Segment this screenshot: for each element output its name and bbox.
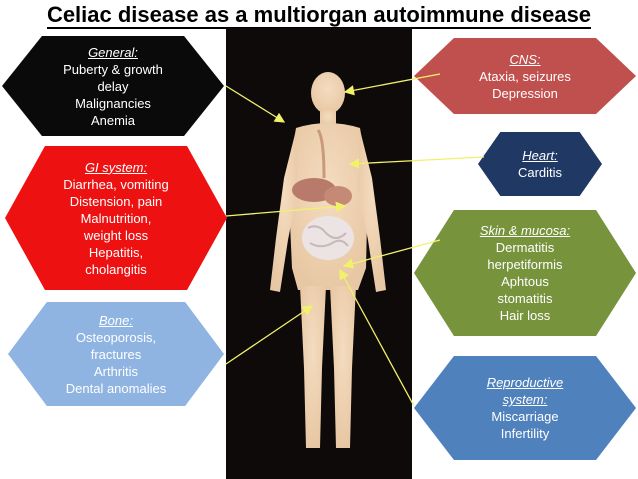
general-line: Malignancies bbox=[75, 95, 151, 111]
stomach-shape bbox=[324, 186, 352, 206]
repro-line: Miscarriage bbox=[491, 409, 559, 424]
repro-heading: Reproductive bbox=[486, 375, 564, 390]
gi-line: Distension, pain bbox=[69, 193, 163, 209]
repro-line: Infertility bbox=[500, 426, 550, 441]
skin-line: Dermatitis bbox=[495, 240, 555, 255]
human-body-image bbox=[226, 28, 412, 479]
gi-line: weight loss bbox=[83, 227, 149, 243]
general-box: General: Puberty & growth delay Malignan… bbox=[2, 36, 224, 136]
esophagus-shape bbox=[316, 129, 326, 179]
skin-line: Hair loss bbox=[499, 308, 551, 323]
general-line: Puberty & growth bbox=[63, 61, 163, 77]
gi-heading: GI system: bbox=[84, 159, 148, 175]
intestine-shape bbox=[302, 216, 354, 260]
diagram-title: Celiac disease as a multiorgan autoimmun… bbox=[0, 2, 638, 29]
reproductive-box: Reproductive system: Miscarriage Inferti… bbox=[414, 356, 636, 460]
skin-mucosa-box: Skin & mucosa: Dermatitis herpetiformis … bbox=[414, 210, 636, 336]
heart-heading: Heart: bbox=[522, 148, 558, 163]
general-line: Anemia bbox=[90, 112, 136, 128]
skin-line: Aphtous bbox=[501, 274, 549, 289]
skin-heading: Skin & mucosa: bbox=[479, 223, 571, 238]
heart-line: Carditis bbox=[517, 165, 563, 180]
skin-line: herpetiformis bbox=[487, 257, 563, 272]
gi-line: cholangitis bbox=[85, 261, 147, 277]
heart-box: Heart: Carditis bbox=[478, 132, 602, 196]
repro-heading-2: system: bbox=[502, 392, 548, 407]
gi-line: Malnutrition, bbox=[80, 210, 152, 226]
bone-line: Osteoporosis, bbox=[75, 329, 157, 345]
left-leg-shape bbox=[300, 286, 326, 448]
gi-line: Hepatitis, bbox=[88, 244, 144, 260]
cns-heading: CNS: bbox=[509, 51, 541, 67]
torso-shape bbox=[288, 123, 368, 290]
general-heading: General: bbox=[88, 44, 138, 60]
cns-line: Ataxia, seizures bbox=[479, 68, 571, 84]
cns-line: Depression bbox=[492, 85, 558, 101]
body-silhouette bbox=[270, 72, 386, 448]
general-line: delay bbox=[97, 78, 129, 94]
bone-heading: Bone: bbox=[99, 312, 133, 328]
head-shape bbox=[311, 72, 345, 114]
neck-shape bbox=[320, 110, 336, 126]
bone-line: Dental anomalies bbox=[65, 380, 167, 396]
bone-line: fractures bbox=[90, 346, 142, 362]
diagram-title-text: Celiac disease as a multiorgan autoimmun… bbox=[46, 2, 592, 29]
gi-line: Diarrhea, vomiting bbox=[63, 176, 169, 192]
bone-line: Arthritis bbox=[93, 363, 139, 379]
right-leg-shape bbox=[330, 286, 356, 448]
gi-system-box: GI system: Diarrhea, vomiting Distension… bbox=[5, 146, 227, 290]
skin-line: stomatitis bbox=[497, 291, 553, 306]
cns-box: CNS: Ataxia, seizures Depression bbox=[414, 38, 636, 114]
bone-box: Bone: Osteoporosis, fractures Arthritis … bbox=[8, 302, 224, 406]
